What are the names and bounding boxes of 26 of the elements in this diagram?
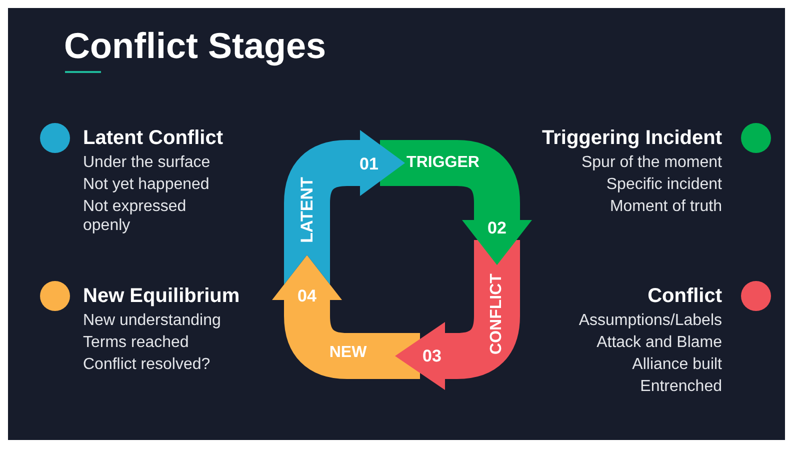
stage-description: Not expressed openly <box>83 197 188 235</box>
stage-description: New understanding <box>83 311 222 330</box>
stage-heading: Conflict <box>648 284 722 308</box>
stage-label: CONFLICT <box>489 274 505 354</box>
stage-description: Specific incident <box>605 175 722 194</box>
step-number: 02 <box>488 220 506 236</box>
stage-heading: New Equilibrium <box>83 284 240 308</box>
stage-description: Alliance built <box>631 355 722 374</box>
stage-description: Under the surface <box>83 153 212 172</box>
stage-description: Moment of truth <box>608 197 722 216</box>
stage-label: LATENT <box>298 177 316 243</box>
stage-description: Spur of the moment <box>580 153 722 172</box>
stage-description: Terms reached <box>83 333 190 352</box>
step-number: 04 <box>298 288 316 304</box>
stage-description: Not yet happened <box>83 175 210 194</box>
stage-label: NEW <box>329 345 367 361</box>
stage-description: Entrenched <box>639 377 722 396</box>
stage-description: Attack and Blame <box>596 333 722 352</box>
title: Conflict Stages <box>64 26 326 66</box>
stage-description: Assumptions/Labels <box>578 311 722 330</box>
stage-description: Conflict resolved? <box>83 355 212 374</box>
step-number: 01 <box>360 156 378 172</box>
stage-heading: Latent Conflict <box>83 126 223 150</box>
step-number: 03 <box>422 348 442 364</box>
stage-label: TRIGGER <box>406 155 480 171</box>
stage-heading: Triggering Incident <box>542 126 722 150</box>
